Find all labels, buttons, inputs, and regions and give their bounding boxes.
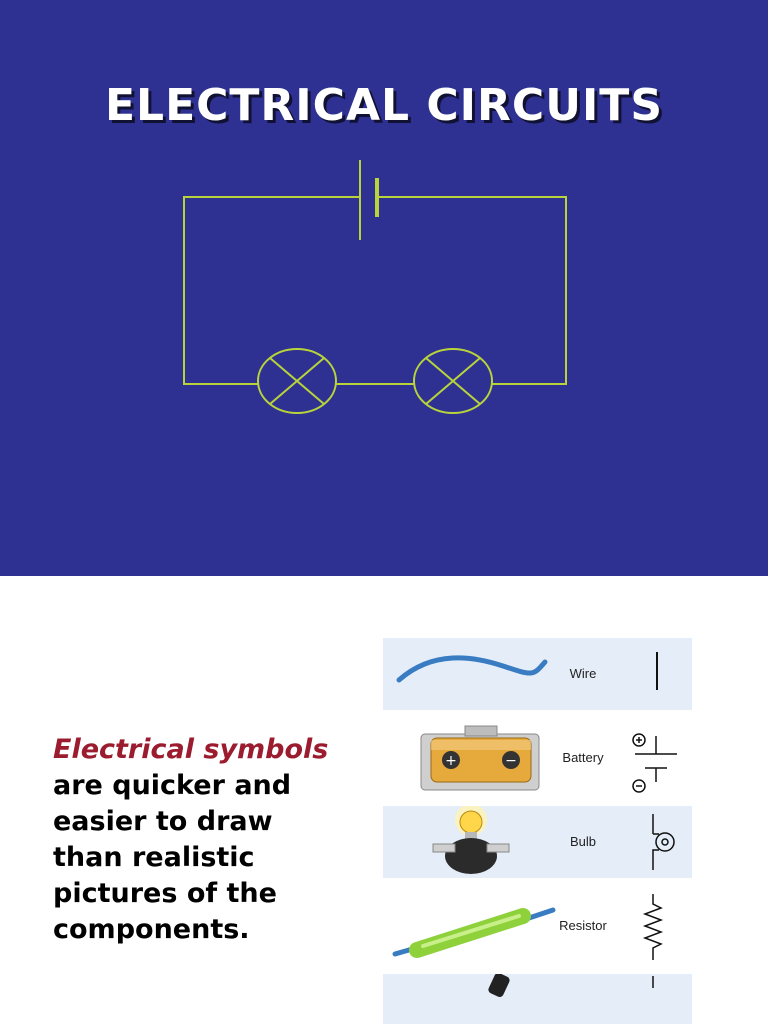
component-label: Wire [569, 666, 597, 681]
component-label: Resistor [559, 918, 607, 933]
lamp-symbol-1 [257, 348, 337, 414]
lamp-symbol-2 [413, 348, 493, 414]
slide-title: ELECTRICAL CIRCUITS [104, 80, 664, 131]
slide-electrical-symbols: Electrical symbols are quicker and easie… [0, 576, 768, 1024]
circuit-diagram [183, 160, 567, 414]
component-row-battery: + − Battery [383, 722, 692, 794]
component-label: Bulb [569, 834, 597, 849]
slide-electrical-circuits: ELECTRICAL CIRCUITS [0, 0, 768, 576]
battery-symbol-icon [632, 733, 677, 793]
bulb-icon [432, 806, 675, 874]
resistor-icon [392, 894, 664, 960]
component-row-partial [383, 974, 692, 1024]
component-row-bulb: Bulb [383, 806, 692, 878]
component-row-wire: Wire [383, 638, 692, 710]
circuit-wire-top [183, 196, 567, 385]
svg-text:+: + [445, 753, 457, 769]
battery-icon: + − [420, 725, 677, 793]
caption-text: Electrical symbols are quicker and easie… [53, 732, 343, 948]
resistor-symbol-icon [642, 894, 664, 960]
bulb-symbol-icon [652, 814, 675, 870]
symbol-table: Wire + − [383, 638, 692, 1024]
component-row-resistor: Resistor [383, 890, 692, 962]
caption-emphasis: Electrical symbols [53, 734, 329, 765]
caption-body: are quicker and easier to draw than real… [53, 770, 292, 945]
svg-text:−: − [505, 753, 517, 769]
switch-icon [488, 974, 654, 998]
component-label: Battery [562, 750, 604, 765]
wire-icon [396, 652, 658, 690]
